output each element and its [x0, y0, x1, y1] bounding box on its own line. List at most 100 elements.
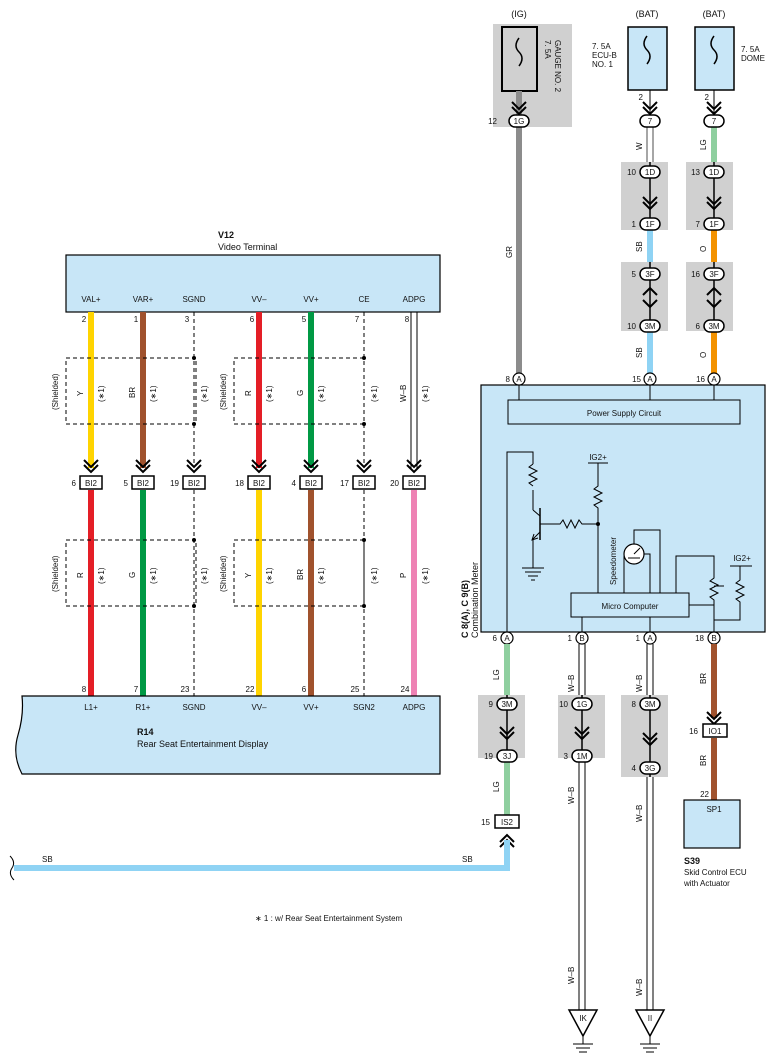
- chain-conn: 3M: [644, 700, 655, 709]
- pin-conn: A: [647, 375, 653, 384]
- chevron-down-icon: [642, 732, 658, 747]
- r14-pin-name: SGN2: [353, 703, 375, 712]
- chain-pin: 5: [632, 270, 637, 279]
- bat2-chain-4: 6 3M: [696, 319, 725, 333]
- bi2-box: [299, 475, 323, 490]
- wb-label: W–B: [635, 805, 644, 822]
- chain-oval: [639, 217, 661, 231]
- r14-pin-num: 22: [246, 685, 255, 694]
- ground-icon: [640, 1036, 660, 1053]
- meter-bottom-pins: A B A B 6 1 1 18: [493, 631, 721, 645]
- ground-icon: [573, 1036, 593, 1053]
- footnote: ∗ 1 : w/ Rear Seat Entertainment System: [255, 914, 403, 923]
- bat1-chain-4: 10 3M: [627, 319, 661, 333]
- micro-label: Micro Computer: [602, 602, 659, 611]
- pin-conn: A: [516, 375, 522, 384]
- bat1-wire-label-sb1: SB: [635, 241, 644, 252]
- chevron-bidirectional-icon: [642, 286, 658, 309]
- chain-oval: [703, 165, 725, 179]
- note-1: (∗1): [149, 567, 158, 584]
- chevron-down-icon: [511, 101, 527, 116]
- r14-pin-labels: 8 7 23 22 6 25 24 L1+ R1+ SGND VV– VV+ S…: [82, 685, 426, 712]
- r14-pin-num: 6: [302, 685, 307, 694]
- chain-pin: 3: [564, 752, 569, 761]
- chain-oval: [703, 319, 725, 333]
- chain-oval: [496, 697, 518, 711]
- meter-top-pins: A A A 8 15 16: [506, 372, 721, 386]
- bat1-wire-label-w: W: [635, 142, 644, 150]
- int-wire: [623, 529, 661, 593]
- bat2-fuse-rating: 7. 5A: [741, 45, 760, 54]
- bi2-pin: 5: [124, 479, 129, 488]
- r14-pin-num: 7: [134, 685, 139, 694]
- s39-name-1: Skid Control ECU: [684, 868, 747, 877]
- r14-pin-name: L1+: [84, 703, 98, 712]
- ig-fuse-icon: [515, 37, 523, 67]
- chevron-down-icon: [135, 459, 151, 474]
- upper-wire-label: Y: [76, 390, 85, 396]
- bi2-label: BI2: [85, 479, 98, 488]
- note-1: (∗1): [421, 567, 430, 584]
- bi2-label: BI2: [358, 479, 371, 488]
- note-1: (∗1): [317, 567, 326, 584]
- shielded-label: (Shielded): [51, 373, 60, 410]
- bat1-conn-label: 7: [648, 117, 653, 126]
- chain-pin: 9: [489, 700, 494, 709]
- shield-dot: [192, 422, 196, 426]
- s39-conn: SP1: [706, 805, 722, 814]
- bat1-fuse-name2: NO. 1: [592, 60, 613, 69]
- note-1: (∗1): [265, 385, 274, 402]
- ground-ik: IK: [567, 1009, 599, 1053]
- meter-box: [480, 384, 766, 633]
- ground-triangle-icon: [634, 1009, 666, 1038]
- chain-conn: 3G: [645, 764, 656, 773]
- chain-oval: [639, 267, 661, 281]
- wb-label: W–B: [567, 787, 576, 804]
- bat2-wire-label-o1: O: [699, 246, 708, 252]
- lg-label: LG: [492, 669, 501, 680]
- resistor-icon: [527, 463, 539, 487]
- chain-conn: 3J: [503, 752, 511, 761]
- bi2-label: BI2: [137, 479, 150, 488]
- r14-connector-box: [15, 695, 441, 775]
- bi2-box: [79, 475, 103, 490]
- shield-dot: [362, 422, 366, 426]
- lower-wire-label: Y: [244, 572, 253, 578]
- bi2-label: BI2: [253, 479, 266, 488]
- r14-pin-num: 24: [401, 685, 410, 694]
- bat1-chain-3: 5 3F: [632, 267, 661, 281]
- chain-pin: 13: [691, 168, 700, 177]
- note-1: (∗1): [97, 567, 106, 584]
- bi2-pin: 17: [340, 479, 349, 488]
- ig2-right: IG2+: [733, 554, 751, 563]
- upper-wire-label: W–B: [399, 385, 408, 402]
- pin-circle: [643, 631, 657, 645]
- lower-wire-label: (∗1): [200, 567, 209, 584]
- chain-conn: 1F: [645, 220, 654, 229]
- chain-pin: 8: [632, 700, 637, 709]
- chain-conn: 3F: [645, 270, 654, 279]
- bat1-fuse-rating: 7. 5A: [592, 42, 611, 51]
- shielded-label: (Shielded): [219, 555, 228, 592]
- s39-id: S39: [684, 856, 700, 866]
- sb-wire-horizontal: [14, 840, 510, 871]
- bi2-box: [182, 475, 206, 490]
- ig2-left: IG2+: [589, 453, 607, 462]
- chevron-down-icon: [303, 459, 319, 474]
- wb-label: W–B: [567, 675, 576, 692]
- wb2-chain: 8 3M 4 3G: [632, 697, 661, 775]
- pin-num: 15: [632, 375, 641, 384]
- ground-label: II: [648, 1014, 652, 1023]
- int-wire: [506, 451, 534, 632]
- bat1-fuse-box: [627, 26, 668, 91]
- junction-dot: [596, 522, 600, 526]
- chevron-bidirectional-icon: [706, 286, 722, 309]
- v12-pin-name: VV+: [303, 295, 319, 304]
- pin-conn: A: [711, 375, 717, 384]
- bat2-wire-label-o2: O: [699, 352, 708, 358]
- chevron-down-icon: [83, 459, 99, 474]
- v12-pin-num: 6: [250, 315, 255, 324]
- note-1: (∗1): [421, 385, 430, 402]
- bat2-fuse-box: [694, 26, 735, 91]
